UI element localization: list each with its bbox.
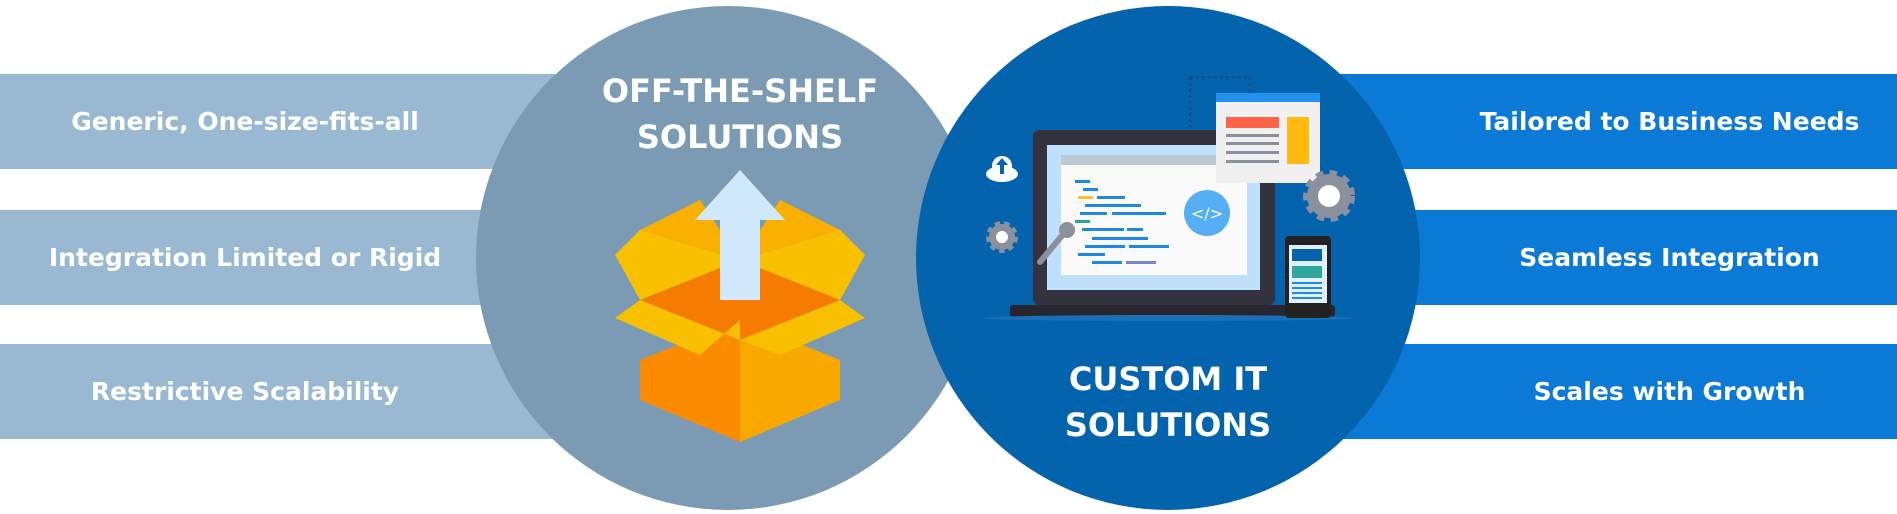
title-line: CUSTOM IT (1068, 360, 1268, 398)
title-line: SOLUTIONS (636, 118, 844, 156)
item-label: Restrictive Scalability (90, 377, 400, 406)
right-item-3: Scales with Growth (1300, 344, 1897, 439)
item-label: Integration Limited or Rigid (48, 243, 442, 272)
arrow-up-icon (695, 170, 785, 300)
gear-icon (1303, 170, 1355, 222)
custom-it-title: CUSTOM IT SOLUTIONS (988, 356, 1348, 448)
item-label: Tailored to Business Needs (1479, 107, 1860, 136)
left-item-1: Generic, One-size-fits-all (0, 74, 600, 169)
code-icon: </> (1191, 204, 1223, 223)
off-the-shelf-title: OFF-THE-SHELF SOLUTIONS (560, 68, 920, 160)
title-line: OFF-THE-SHELF (601, 72, 879, 110)
right-item-1: Tailored to Business Needs (1300, 74, 1897, 169)
gear-icon (986, 221, 1018, 253)
laptop-code-illustration: </> (982, 76, 1355, 321)
item-label: Seamless Integration (1519, 243, 1820, 272)
cloud-upload-icon (986, 156, 1018, 182)
item-label: Scales with Growth (1533, 377, 1806, 406)
title-line: SOLUTIONS (1064, 406, 1272, 444)
item-label: Generic, One-size-fits-all (71, 107, 419, 136)
wrench-icon (1037, 229, 1068, 265)
left-item-3: Restrictive Scalability (0, 344, 600, 439)
